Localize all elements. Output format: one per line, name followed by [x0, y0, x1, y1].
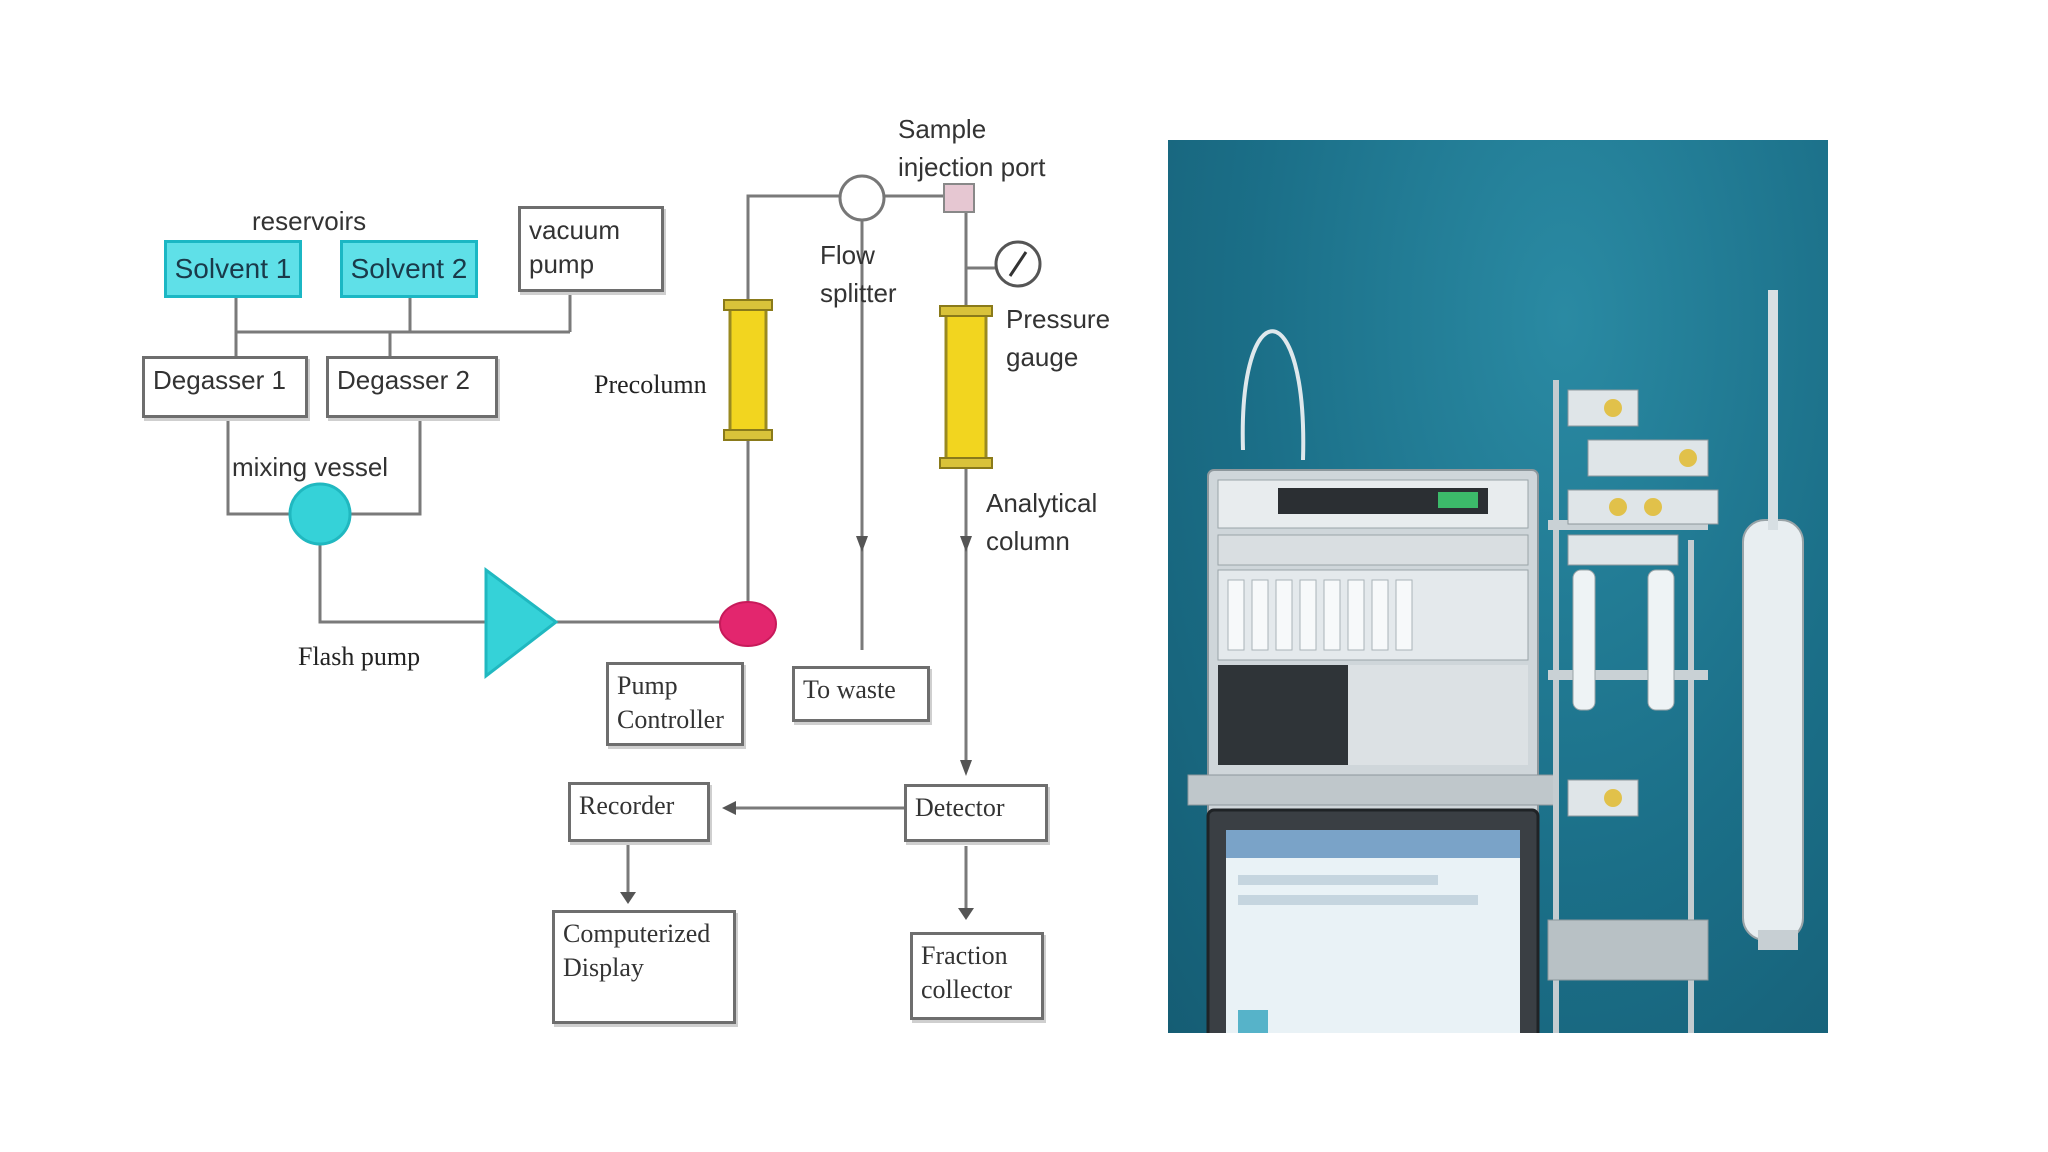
- detector-box: Detector: [904, 784, 1048, 842]
- pump-controller-label-2: Controller: [617, 705, 724, 734]
- pressure-gauge-label-1: Pressure: [1006, 304, 1111, 334]
- pump-controller-label-1: Pump: [617, 671, 678, 700]
- sample-injection-port-label-1: Sample: [898, 114, 987, 144]
- sample-injection-port-label: Sample injection port: [898, 110, 1045, 186]
- pressure-gauge-label-2: gauge: [1006, 342, 1079, 372]
- mixing-vessel-label: mixing vessel: [232, 452, 389, 482]
- analytical-column-label: Analytical column: [986, 484, 1097, 560]
- pump-triangle-icon: [484, 567, 559, 680]
- solvent-2-label: Solvent 2: [350, 253, 468, 284]
- analytical-column-icon: [944, 310, 988, 464]
- vacuum-pump-box: vacuum pump: [518, 206, 664, 292]
- fraction-collector-label-2: collector: [921, 975, 1012, 1004]
- recorder-label: Recorder: [579, 791, 675, 820]
- valve-oval-icon: [719, 601, 777, 647]
- injection-port-icon: [943, 183, 975, 213]
- analytical-column-label-1: Analytical: [986, 488, 1098, 518]
- vacuum-pump-label-2: pump: [529, 249, 595, 279]
- degasser-2-box: Degasser 2: [326, 356, 498, 418]
- sample-injection-port-label-2: injection port: [898, 152, 1046, 182]
- solvent-2-box: Solvent 2: [340, 240, 478, 298]
- reservoirs-label: reservoirs: [252, 206, 367, 236]
- computerized-display-box: Computerized Display: [552, 910, 736, 1024]
- computerized-display-label-2: Display: [563, 953, 644, 982]
- precolumn-label: Precolumn: [594, 370, 707, 399]
- to-waste-box: To waste: [792, 666, 930, 722]
- flow-splitter-icon: [838, 174, 886, 222]
- degasser-1-label: Degasser 1: [153, 365, 286, 395]
- recorder-box: Recorder: [568, 782, 710, 842]
- hplc-instrument-illustration: [1187, 290, 1804, 1033]
- precolumn-icon: [728, 304, 768, 438]
- pump-controller-box: Pump Controller: [606, 662, 744, 746]
- mixing-vessel-icon: [288, 482, 352, 546]
- detector-label: Detector: [915, 793, 1005, 822]
- to-waste-label: To waste: [803, 675, 896, 704]
- vacuum-pump-label-1: vacuum: [529, 215, 621, 245]
- schematic-lines: [226, 174, 1042, 920]
- computerized-display-label-1: Computerized: [563, 919, 711, 948]
- solvent-1-box: Solvent 1: [164, 240, 302, 298]
- solvent-1-label: Solvent 1: [174, 253, 292, 284]
- hplc-instrument-photo: [1168, 140, 1828, 1033]
- pressure-gauge-label: Pressure gauge: [1006, 300, 1110, 376]
- flow-splitter-label: Flow splitter: [820, 236, 897, 312]
- flow-splitter-label-1: Flow: [820, 240, 875, 270]
- flash-pump-label: Flash pump: [298, 642, 421, 671]
- fraction-collector-label-1: Fraction: [921, 941, 1008, 970]
- degasser-2-label: Degasser 2: [337, 365, 470, 395]
- flow-splitter-label-2: splitter: [820, 278, 897, 308]
- fraction-collector-box: Fraction collector: [910, 932, 1044, 1020]
- degasser-1-box: Degasser 1: [142, 356, 308, 418]
- analytical-column-label-2: column: [986, 526, 1070, 556]
